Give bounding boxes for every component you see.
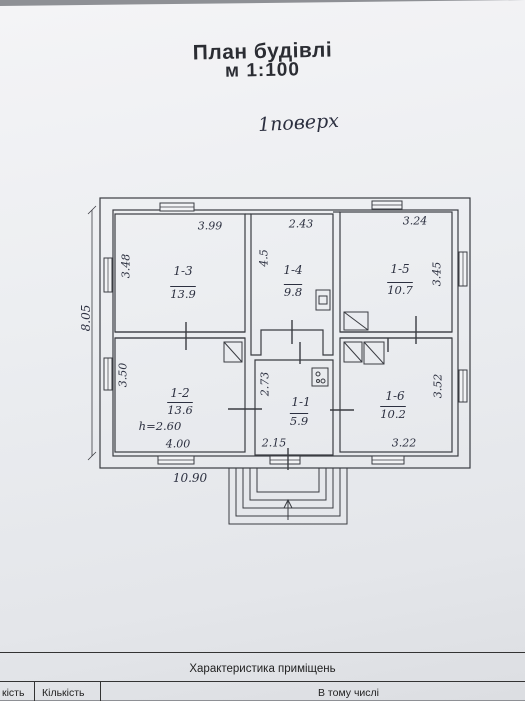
room-1-1-outline xyxy=(254,359,334,456)
dim-room-1-6-width: 3.22 xyxy=(391,436,417,450)
dim-total-depth: 8.05 xyxy=(79,304,93,332)
dim-room-1-5-width: 3.24 xyxy=(402,214,428,228)
stove-room-1-6 xyxy=(363,341,385,365)
dim-room-1-5-depth: 3.45 xyxy=(430,261,444,287)
room-id: 1-6 xyxy=(385,389,405,403)
room-area: 13.6 xyxy=(167,403,193,417)
room-id: 1-4 xyxy=(283,263,303,277)
dim-room-1-2-depth: 3.50 xyxy=(116,362,130,388)
room-area: 13.9 xyxy=(170,287,196,301)
stove-room-1-5 xyxy=(343,311,369,331)
room-1-4-outline xyxy=(250,213,334,356)
dim-room-1-6-depth: 3.52 xyxy=(431,373,445,399)
stove-room-1-2 xyxy=(223,341,243,363)
room-id: 1-5 xyxy=(390,262,410,276)
dim-room-1-3-width: 3.99 xyxy=(197,219,223,233)
room-height-note: h=2.60 xyxy=(138,419,182,433)
room-characteristics-table: Характеристика приміщень кість Кількість… xyxy=(0,652,525,701)
stove-room-1-6-small xyxy=(343,341,363,363)
dim-total-width: 10.90 xyxy=(172,471,208,485)
room-id: 1-2 xyxy=(170,386,190,400)
room-id: 1-3 xyxy=(173,264,193,278)
dim-room-1-1-width: 2.15 xyxy=(261,436,287,450)
dim-room-1-3-depth: 3.48 xyxy=(119,253,133,279)
stove-room-1-4 xyxy=(315,289,331,311)
dim-room-1-4-width: 2.43 xyxy=(288,217,314,231)
dim-room-1-1-depth: 2.73 xyxy=(258,371,272,397)
table-col-header: Кількість xyxy=(42,687,85,699)
room-id: 1-1 xyxy=(291,395,311,409)
stove-room-1-1 xyxy=(311,367,329,387)
dim-room-1-2-width: 4.00 xyxy=(165,437,191,451)
room-area: 5.9 xyxy=(289,414,309,428)
table-col-header: кість xyxy=(2,687,25,699)
table-caption: Характеристика приміщень xyxy=(189,663,336,675)
room-area: 10.7 xyxy=(387,283,413,297)
table-col-header: В тому числі xyxy=(318,687,380,699)
room-area: 10.2 xyxy=(380,407,406,421)
room-area: 9.8 xyxy=(283,285,303,299)
dim-room-1-4-depth: 4.5 xyxy=(257,249,271,267)
